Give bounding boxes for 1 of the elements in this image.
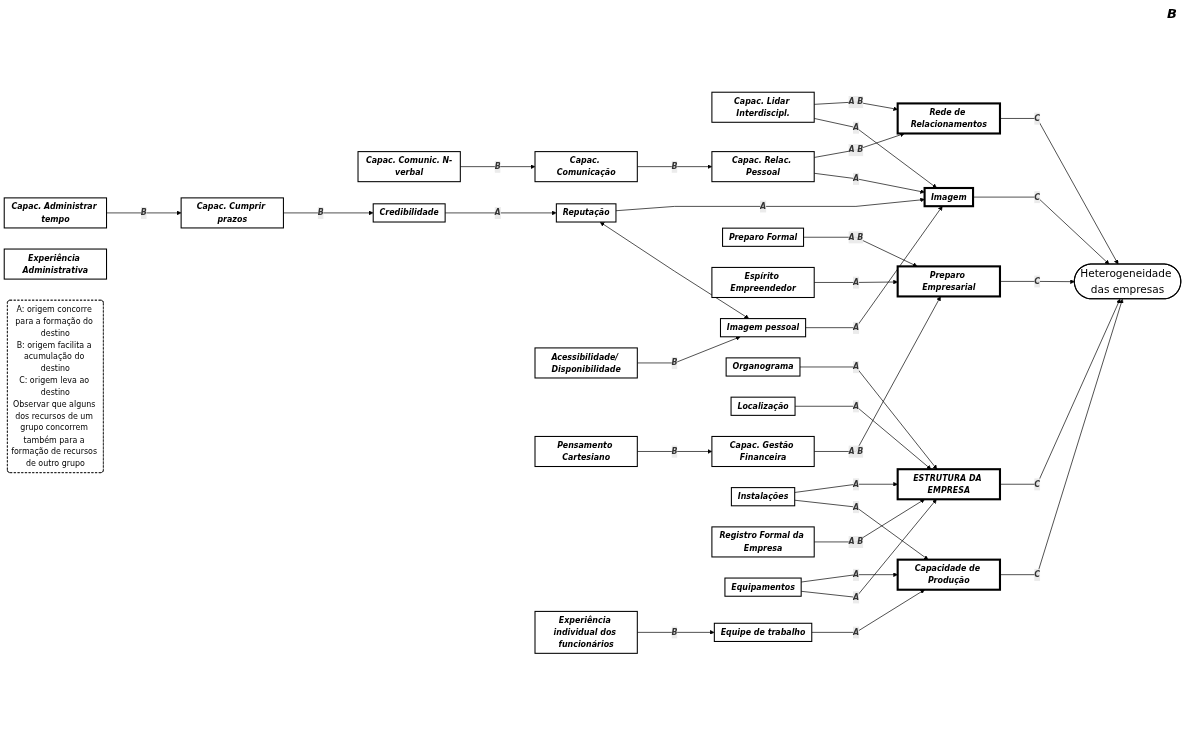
note-text: B bbox=[1167, 6, 1177, 21]
